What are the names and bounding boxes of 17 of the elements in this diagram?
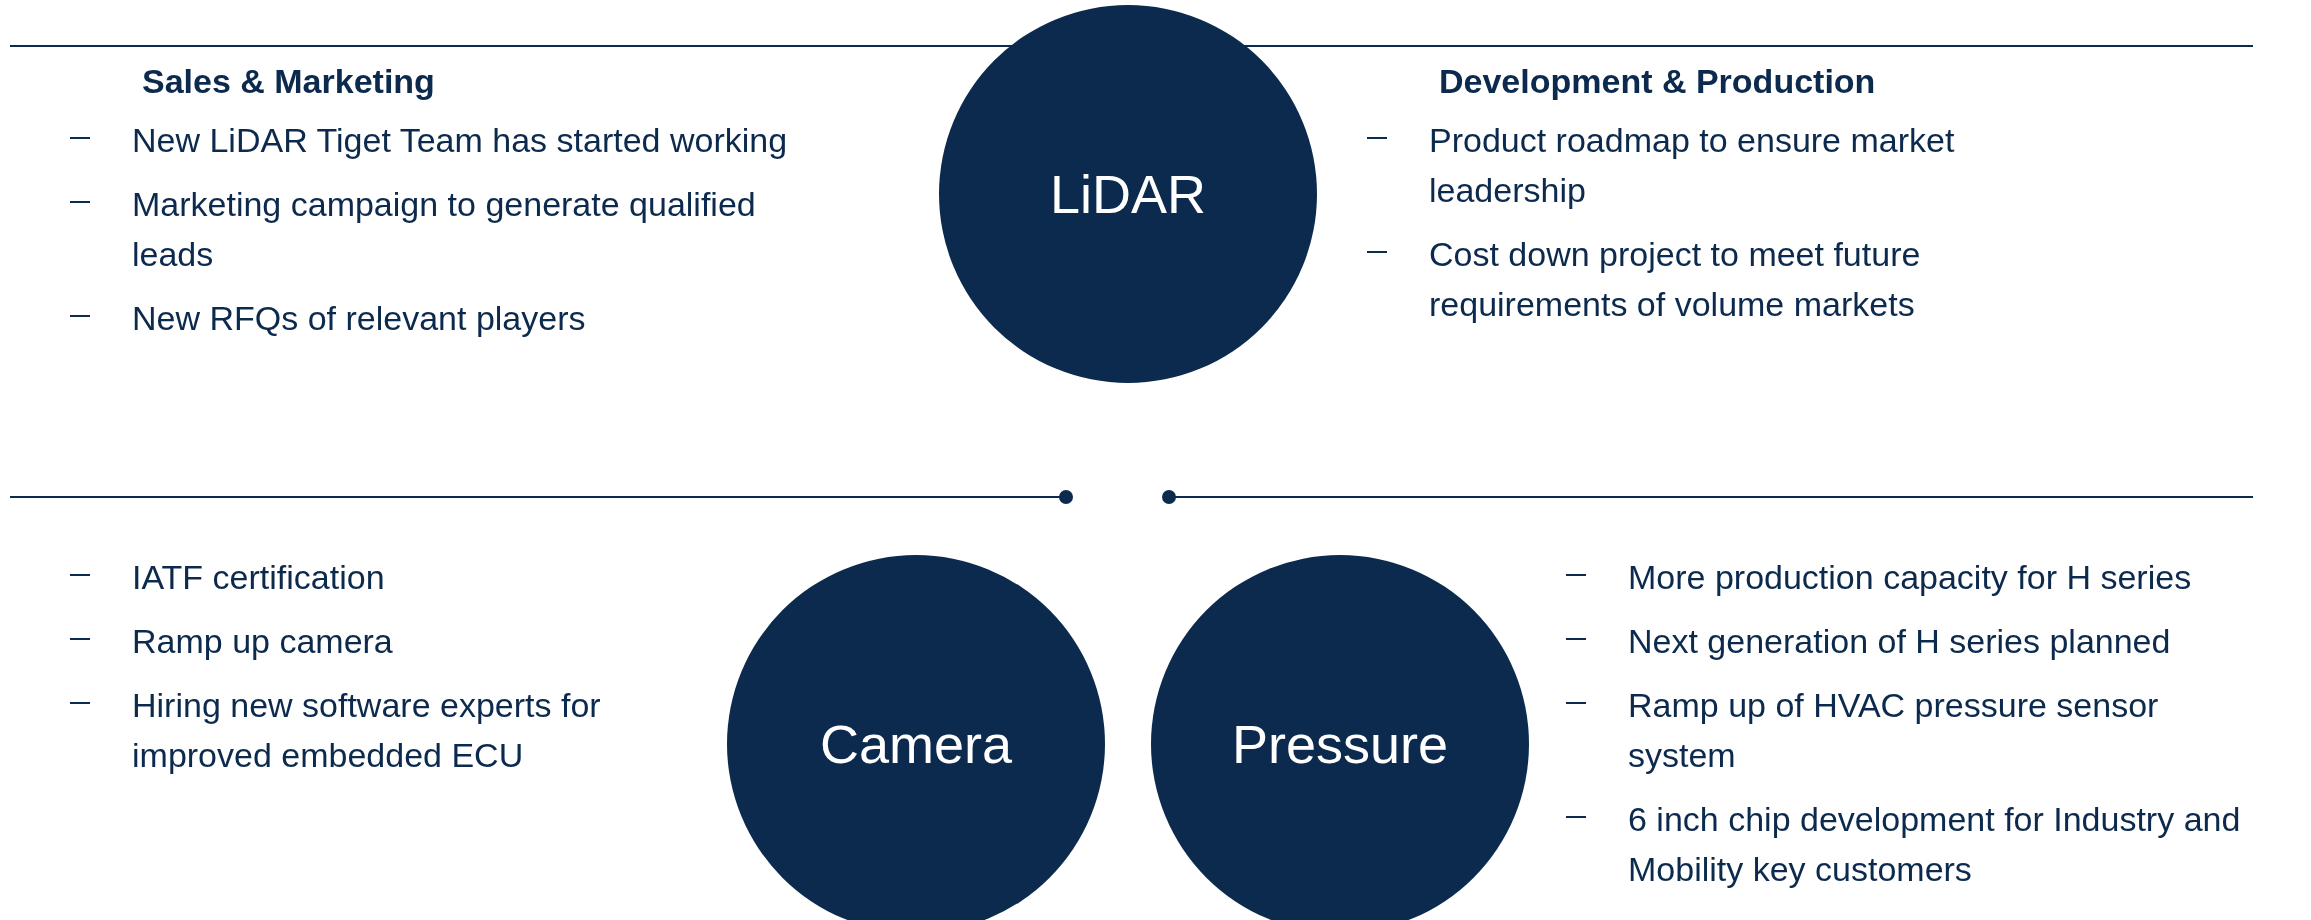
bullet-text: 6 inch chip development for Industry and Mobility key customers	[1628, 799, 2242, 890]
bullet-text: More production capacity for H series	[1628, 557, 2192, 598]
bullet-text: Next generation of H series planned	[1628, 621, 2171, 662]
bullet-text: Product roadmap to ensure market leadership	[1429, 120, 1956, 211]
bullet-text: Cost down project to meet future requirements of volume markets	[1429, 234, 1922, 325]
bullet-text: New LiDAR Tiget Team has started working	[132, 120, 788, 161]
bullet-text: Ramp up camera	[132, 621, 393, 662]
circle-title: Pressure	[1231, 713, 1449, 775]
bullet-text: Ramp up of HVAC pressure sensor system	[1628, 685, 2160, 776]
section-heading: Development & Production	[1439, 62, 1876, 101]
bullet-text: Hiring new software experts for improved embedded ECU	[132, 685, 602, 776]
bullet-text: IATF certification	[132, 557, 385, 598]
section-heading: Sales & Marketing	[142, 62, 435, 101]
circle-title: LiDAR	[1049, 163, 1206, 225]
circle-title: Camera	[819, 713, 1013, 775]
bullet-text: New RFQs of relevant players	[132, 298, 586, 339]
bullet-text: Marketing campaign to generate qualified leads	[132, 184, 757, 275]
